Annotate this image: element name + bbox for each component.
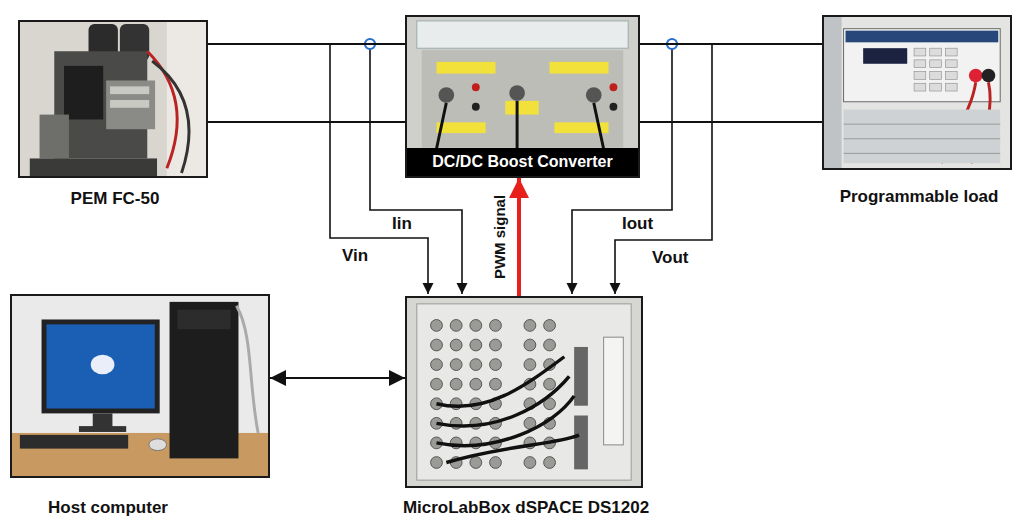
signal-name: Iout xyxy=(622,214,653,234)
photo-box: DC/DC Boost Converter xyxy=(405,15,640,178)
edge-label: PWM signal xyxy=(491,195,509,279)
signal-name: Vout xyxy=(652,248,689,268)
fuel-cell-photo xyxy=(20,22,206,176)
photo-caption: PEM FC-50 xyxy=(71,189,160,209)
power-wire xyxy=(208,43,405,45)
microlabbox-photo xyxy=(407,298,641,486)
photo-caption: Programmable load xyxy=(840,187,999,207)
photo-box: Host computer xyxy=(10,294,270,478)
power-wire xyxy=(640,43,822,45)
photo-box: Programmable load xyxy=(822,15,1012,170)
computer-photo xyxy=(12,296,268,476)
electronic-load-photo xyxy=(824,17,1010,168)
title-band: DC/DC Boost Converter xyxy=(407,148,638,176)
data-link-arrow xyxy=(270,377,405,379)
photo-box: PEM FC-50 xyxy=(18,20,208,178)
signal-name: Iin xyxy=(392,214,412,234)
photo-box: MicroLabBox dSPACE DS1202 xyxy=(405,296,643,488)
power-wire xyxy=(208,121,405,123)
signal-name: Vin xyxy=(342,246,368,266)
photo-caption: Host computer xyxy=(48,498,168,518)
photo-caption: MicroLabBox dSPACE DS1202 xyxy=(403,498,649,518)
power-wire xyxy=(640,121,822,123)
pwm-arrow xyxy=(517,178,521,296)
